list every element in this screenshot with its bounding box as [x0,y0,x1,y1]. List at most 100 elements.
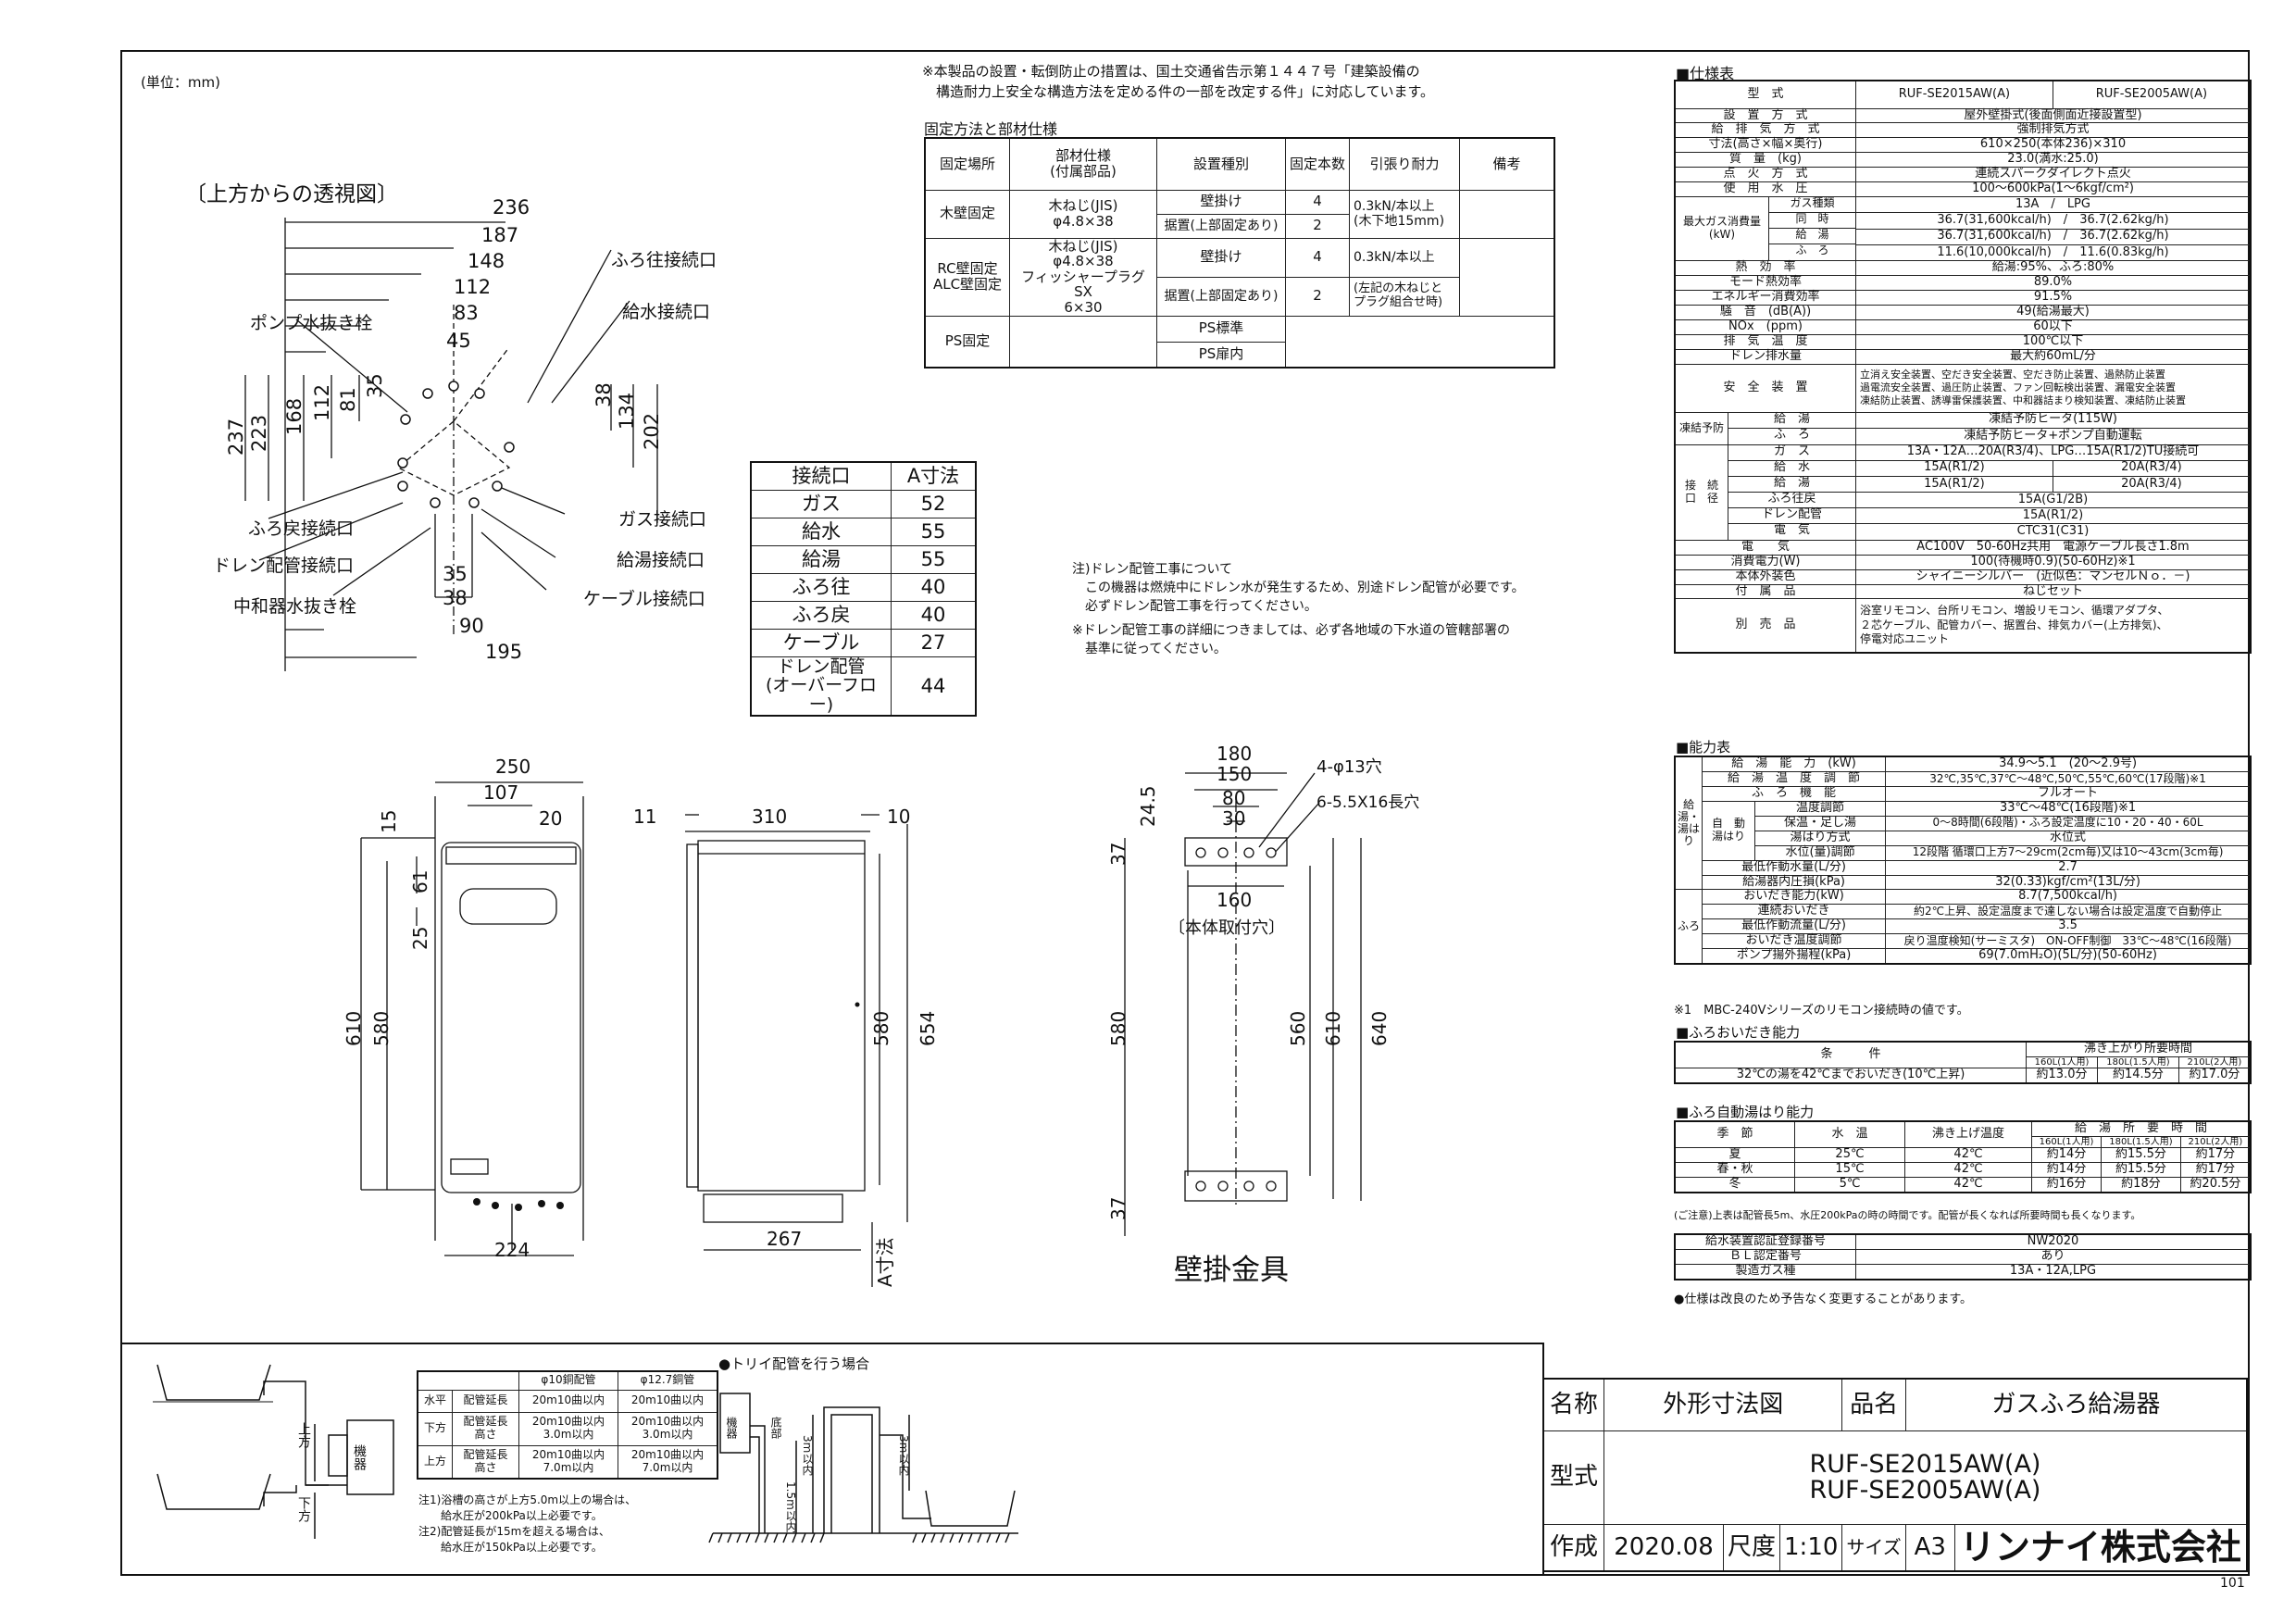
spec-value: 屋外壁掛式(後面側面近接設置型) [1855,107,2252,124]
dim-label: A寸法 [874,1237,896,1287]
spec-title: ■仕様表 [1676,65,1735,82]
label-water-in: 給水接続口 [622,302,711,322]
yuhari-sub: 160L(1人用) [2030,1135,2103,1149]
cert-key: ＢＬ認定番号 [1674,1248,1856,1265]
spec-key: NOx (ppm) [1674,319,1856,335]
yuhari-head: 水 温 [1794,1120,1905,1149]
spec-key: 付 属 品 [1674,583,1856,600]
piping-head: φ10銅配管 [518,1370,618,1391]
capacity-value: 3.5 [1885,918,2252,935]
yuhari-cell: 春・秋 [1674,1162,1795,1179]
conn-value: 40 [891,600,977,630]
dim-label: 37 [1107,842,1129,866]
capacity-value: 69(7.0mH₂O)(5L/分)(50-60Hz) [1885,948,2252,965]
spec-value: 60以下 [1855,319,2252,335]
spec-value: 89.0% [1855,275,2252,291]
capacity-key: 最低作動流量(L/分) [1702,918,1887,935]
fixing-table: 固定場所 部材仕様 (付属部品) 設置種別 固定本数 引張り耐力 備考 木壁固定… [924,137,1555,369]
fix-header: 部材仕様 (付属部品) [1009,137,1157,191]
spec-head: 型 式 [1674,80,1856,109]
yuhari-cell: 約17分 [2179,1162,2252,1179]
yuhari-cell: 夏 [1674,1147,1795,1164]
conn-value: 52 [891,489,977,518]
dim-label: 610 [343,1010,365,1046]
fix-material: 木ねじ(JIS) φ4.8×38 フィッシャープラグSX 6×30 [1009,237,1157,317]
capacity-key: 水位(量)調節 [1754,844,1887,861]
dim-label: 580 [370,1010,393,1046]
conn-name: 給水 [750,517,892,546]
piping-cell: 20m10曲以内 7.0m以内 [618,1444,718,1480]
spec-value: 36.7(31,600kcal/h) / 36.7(2.62kg/h) [1855,212,2252,230]
yuhari-cell: 約18分 [2101,1177,2181,1193]
spec-value: AC100V 50-60Hz共用 電源ケーブル長さ1.8m [1855,539,2252,556]
piping-cell: 20m10曲以内 7.0m以内 [518,1444,618,1480]
capacity-key: 温度調節 [1754,800,1887,817]
dim-label: 37 [1107,1196,1129,1220]
dim-label: 580 [870,1010,892,1046]
piping-note-line: 注1)浴槽の高さが上方5.0m以上の場合は、 [418,1493,637,1506]
label-cable: ケーブル接続口 [583,589,705,609]
fix-strength: 0.3kN/本以上 (木下地15mm) [1349,189,1461,239]
dim-label: 15 [378,809,400,833]
dim-label: 20 [539,807,563,830]
spec-key: 質 量 (kg) [1674,152,1856,169]
toi-label: 底部 [769,1417,782,1439]
spec-key: ガス種類 [1769,196,1855,214]
spec-table: 型 式 RUF-SE2015AW(A) RUF-SE2005AW(A) 設 置 … [1674,80,2252,654]
spec-value: 15A(R1/2) [1855,475,2053,493]
piping-cell: 配管延長 高さ [452,1444,519,1480]
dim-label: 236 [493,196,530,219]
label-drain: ドレン配管接続口 [213,556,355,576]
dim-label: 24.5 [1137,785,1159,827]
capacity-value: 32(0.33)kgf/cm²(13L/分) [1885,874,2252,891]
capacity-table: 給湯・湯はり 給 湯 能 力 (kW)34.9～5.1 (20～2.9号) 給 … [1674,756,2252,966]
safety-line: 凍結防止装置、誘導雷保護装置、中和器詰まり検知装置、凍結防止装置 [1860,394,2186,407]
dim-label: 112 [454,276,492,298]
conn-name: ケーブル [750,628,892,657]
conn-name: ふろ戻 [750,600,892,630]
title-key: 型式 [1542,1430,1604,1525]
dim-label: 160 [1217,889,1253,911]
dim-label: 224 [494,1239,530,1261]
fix-place: 木壁固定 [924,189,1010,239]
drain-note-line: 基準に従ってください。 [1072,642,1227,656]
bracket-caption: 〔本体取付穴〕 [1168,918,1285,938]
capacity-value: 0～8時間(6段階)・ふろ設定温度に10・20・40・60L [1885,815,2252,831]
conn-header: 接続口 [750,461,892,491]
piping-cell: 下方 [417,1411,453,1446]
capacity-key: 湯はり方式 [1754,830,1887,846]
yuhari-sub: 210L(2人用) [2179,1135,2252,1149]
yuhari-cell: 約15.5分 [2101,1147,2181,1164]
bracket-title: 壁掛金具 [1174,1254,1289,1287]
yuhari-cell: 42℃ [1904,1162,2032,1179]
spec-group: 最大ガス消費量 (kW) [1682,215,1761,242]
spec-key: 給 水 [1728,460,1855,477]
yuhari-head: 給 湯 所 要 時 間 [2031,1120,2252,1137]
oidaki-head: 条 件 [1674,1041,2027,1069]
conn-value: 44 [891,656,977,717]
spec-key: 電 気 [1773,522,1810,537]
cert-value: 13A・12A,LPG [1855,1263,2252,1280]
capacity-value: 約2℃上昇、設定温度まで達しない場合は設定温度で自動停止 [1885,904,2252,920]
piping-note-line: 注2)配管延長が15mを超える場合は、 [418,1525,610,1538]
oidaki-sub: 160L(1人用) [2025,1056,2099,1069]
toi-label: 3m以内 [897,1435,910,1476]
dim-label: 267 [767,1228,803,1250]
capacity-note: ※1 MBC-240Vシリーズのリモコン接続時の値です。 [1674,1004,1969,1018]
label-furo-out: ふろ往接続口 [611,250,718,270]
fix-type: 据置(上部固定あり) [1156,276,1286,317]
spec-value: 13A・12A…20A(R3/4)、LPG…15A(R1/2)TU接続可 [1855,443,2252,461]
dim-label: 90 [459,615,484,637]
capacity-side: 給湯・湯はり [1674,756,1703,891]
capacity-value: 戻り温度検知(サーミスタ) ON-OFF制御 33℃～48℃(16段階) [1885,933,2252,950]
spec-group: 凍結予防 [1678,420,1724,434]
conn-name: 給湯 [750,544,892,574]
hole-note: 6-5.5X16長穴 [1316,793,1420,812]
spec-value: 凍結予防ヒータ(115W) [1855,411,2252,430]
fix-type: 据置(上部固定あり) [1156,213,1286,239]
yuhari-cell: 約20.5分 [2179,1177,2252,1193]
fix-header: 引張り耐力 [1349,137,1461,191]
notice-line: ※本製品の設置・転倒防止の措置は、国土交通省告示第１４４７号「建築設備の [922,63,1420,80]
spec-key: 同 時 [1769,212,1855,230]
